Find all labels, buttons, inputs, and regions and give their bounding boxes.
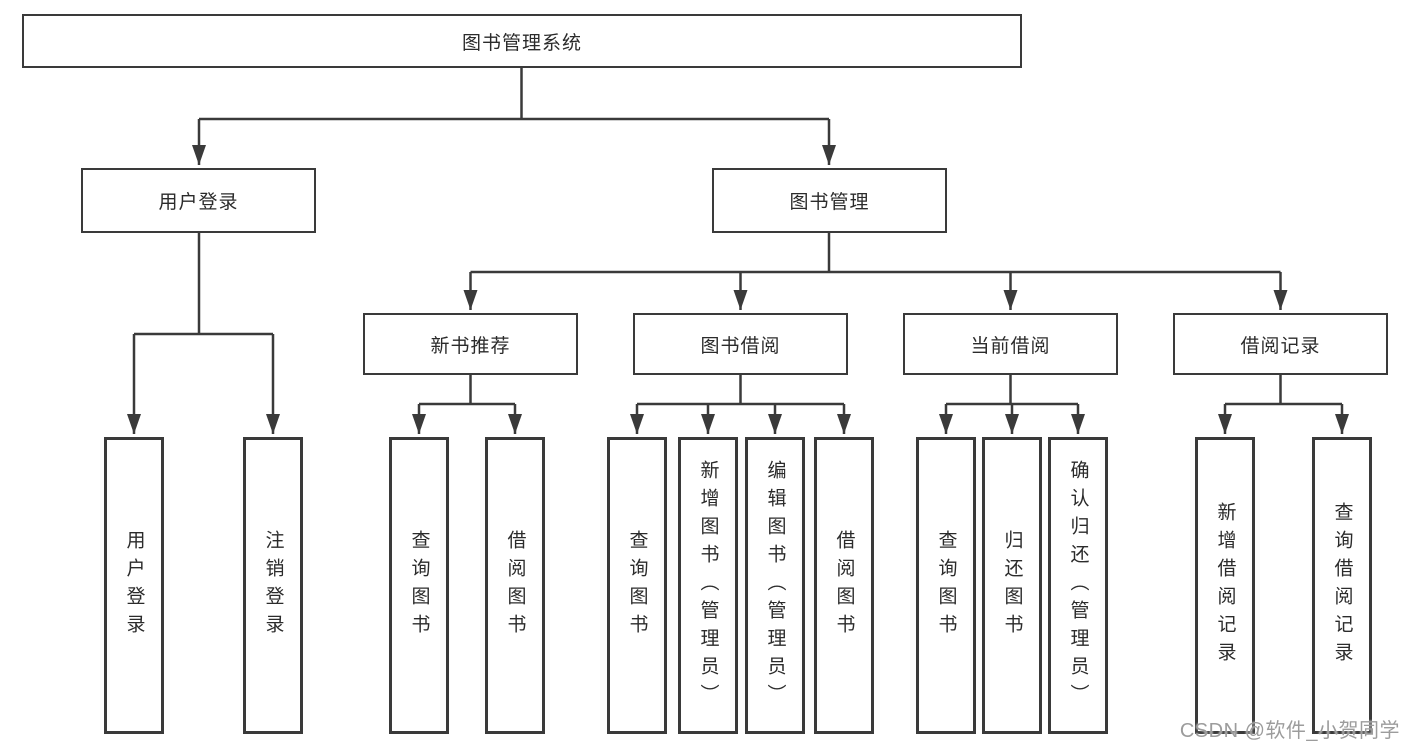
leaf-records-add-record: 新增借阅记录 bbox=[1195, 437, 1255, 734]
leaf-label: 查询借阅记录 bbox=[1331, 501, 1353, 670]
leaf-label: 编辑图书（管理员） bbox=[764, 459, 786, 712]
bus-root bbox=[199, 68, 829, 121]
leaf-newbooks-query-book: 查询图书 bbox=[389, 437, 449, 734]
leaf-label: 注销登录 bbox=[262, 529, 284, 642]
leaf-label: 用户登录 bbox=[123, 529, 145, 642]
leaf-newbooks-borrow-book: 借阅图书 bbox=[485, 437, 545, 734]
leaf-borrowing-borrow-book: 借阅图书 bbox=[814, 437, 874, 734]
node-current-borrowing: 当前借阅 bbox=[903, 313, 1118, 375]
bus-book-mgmt bbox=[470, 233, 1281, 274]
leaf-borrowing-query-book: 查询图书 bbox=[607, 437, 667, 734]
node-book-borrowing: 图书借阅 bbox=[633, 313, 848, 375]
bus-records bbox=[1225, 375, 1342, 406]
node-root: 图书管理系统 bbox=[22, 14, 1022, 68]
leaf-user-login: 用户登录 bbox=[104, 437, 164, 734]
leaf-records-query-record: 查询借阅记录 bbox=[1312, 437, 1372, 734]
csdn-watermark: CSDN @软件_小贺同学 bbox=[1179, 720, 1400, 742]
leaf-current-confirm-return-admin: 确认归还（管理员） bbox=[1048, 437, 1108, 734]
bus-user-login bbox=[134, 233, 273, 336]
leaf-label: 查询图书 bbox=[408, 529, 430, 642]
leaf-label: 借阅图书 bbox=[504, 529, 526, 642]
node-new-book-recommend: 新书推荐 bbox=[363, 313, 578, 375]
node-borrow-records: 借阅记录 bbox=[1173, 313, 1388, 375]
leaf-label: 新增图书（管理员） bbox=[697, 459, 719, 712]
leaf-label: 新增借阅记录 bbox=[1214, 501, 1236, 670]
leaf-label: 借阅图书 bbox=[833, 529, 855, 642]
leaf-borrowing-add-book-admin: 新增图书（管理员） bbox=[678, 437, 738, 734]
bus-borrowing bbox=[637, 375, 844, 406]
node-book-management: 图书管理 bbox=[712, 168, 947, 233]
leaf-label: 归还图书 bbox=[1001, 529, 1023, 642]
bus-current bbox=[946, 375, 1078, 406]
leaf-current-query-book: 查询图书 bbox=[916, 437, 976, 734]
node-user-login: 用户登录 bbox=[81, 168, 316, 233]
leaf-label: 查询图书 bbox=[935, 529, 957, 642]
bus-new-books bbox=[419, 375, 515, 406]
leaf-label: 查询图书 bbox=[626, 529, 648, 642]
leaf-label: 确认归还（管理员） bbox=[1067, 459, 1089, 712]
leaf-borrowing-edit-book-admin: 编辑图书（管理员） bbox=[745, 437, 805, 734]
leaf-current-return-book: 归还图书 bbox=[982, 437, 1042, 734]
leaf-logout-login: 注销登录 bbox=[243, 437, 303, 734]
